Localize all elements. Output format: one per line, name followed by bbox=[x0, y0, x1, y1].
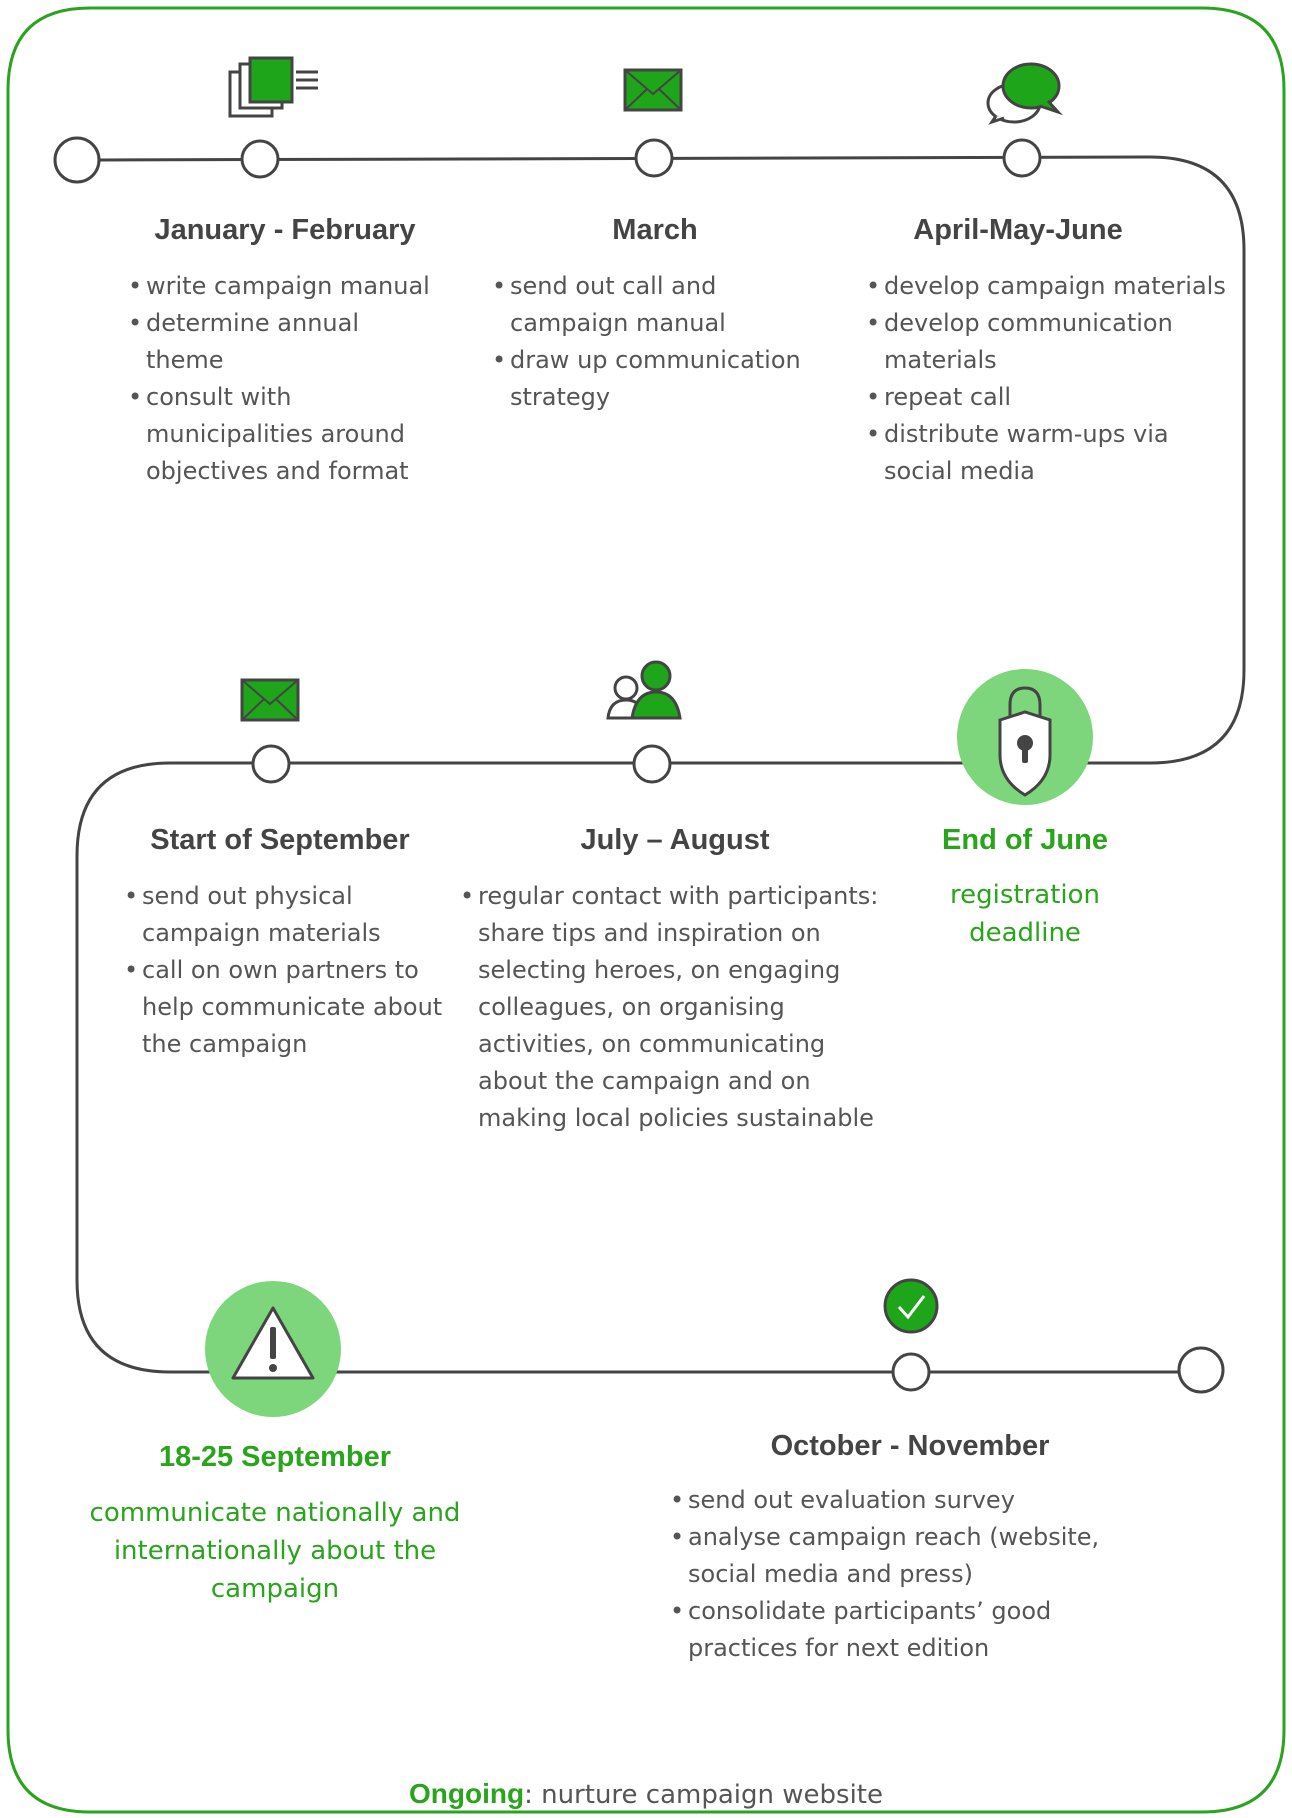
timeline-node-oct-nov bbox=[891, 1352, 931, 1392]
documents-icon bbox=[228, 56, 318, 118]
milestone-title-sep-18-25: 18-25 September bbox=[158, 1441, 392, 1473]
list-item: develop communication materials bbox=[866, 305, 1224, 379]
list-item: analyse campaign reach (website, social … bbox=[670, 1519, 1128, 1593]
footer-text: : nurture campaign website bbox=[524, 1780, 883, 1810]
warning-icon bbox=[205, 1281, 341, 1417]
timeline-node-jan-feb bbox=[240, 139, 280, 179]
timeline-node-apr-jun bbox=[1002, 138, 1042, 178]
list-item: determine annual theme bbox=[128, 305, 386, 379]
footer-ongoing: Ongoing: nurture campaign website bbox=[0, 1778, 1292, 1810]
list-item: send out physical campaign materials bbox=[124, 878, 402, 952]
list-item: send out call and campaign manual bbox=[492, 268, 750, 342]
milestone-list-jan-feb: write campaign manual determine annual t… bbox=[128, 268, 458, 490]
timeline-node-start-sep bbox=[251, 744, 291, 784]
outer-frame bbox=[6, 6, 1286, 1814]
checkmark-icon bbox=[883, 1278, 939, 1334]
list-item: consult with municipalities around objec… bbox=[128, 379, 446, 490]
list-item: consolidate participants’ good practices… bbox=[670, 1593, 1108, 1667]
chat-bubbles-icon bbox=[986, 62, 1063, 125]
list-item: repeat call bbox=[866, 379, 1246, 416]
milestone-note-end-june: registration deadline bbox=[949, 880, 1100, 948]
list-item: develop campaign materials bbox=[866, 268, 1246, 305]
envelope-icon bbox=[623, 68, 683, 112]
list-item: write campaign manual bbox=[128, 268, 458, 305]
milestone-list-march: send out call and campaign manual draw u… bbox=[492, 268, 822, 416]
timeline-start-node bbox=[53, 136, 101, 184]
people-icon bbox=[606, 660, 682, 720]
milestone-list-jul-aug: regular contact with participants: share… bbox=[460, 878, 880, 1137]
timeline-node-jul-aug bbox=[632, 744, 672, 784]
footer-label: Ongoing bbox=[409, 1778, 525, 1809]
milestone-title-oct-nov: October - November bbox=[770, 1430, 1050, 1462]
list-item: distribute warm-ups via social media bbox=[866, 416, 1214, 490]
milestone-note-sep-18-25: communicate nationally and international… bbox=[89, 1498, 461, 1604]
milestone-list-apr-jun: develop campaign materials develop commu… bbox=[866, 268, 1246, 490]
timeline-end-node bbox=[1177, 1346, 1225, 1394]
milestone-title-start-sep: Start of September bbox=[150, 824, 410, 856]
milestone-title-jan-feb: January - February bbox=[154, 214, 416, 246]
milestone-title-march: March bbox=[612, 214, 698, 246]
list-item: call on own partners to help communicate… bbox=[124, 952, 444, 1063]
list-item: draw up communication strategy bbox=[492, 342, 822, 416]
timeline-node-march bbox=[634, 138, 674, 178]
milestone-title-jul-aug: July – August bbox=[580, 824, 770, 856]
list-item: regular contact with participants: share… bbox=[460, 878, 880, 1137]
envelope-icon bbox=[240, 678, 300, 722]
milestone-list-oct-nov: send out evaluation survey analyse campa… bbox=[670, 1482, 1130, 1667]
milestone-list-start-sep: send out physical campaign materials cal… bbox=[124, 878, 444, 1063]
list-item: send out evaluation survey bbox=[670, 1482, 1130, 1519]
padlock-shield-icon bbox=[957, 669, 1093, 805]
milestone-title-end-june: End of June bbox=[942, 824, 1108, 856]
milestone-title-apr-jun: April-May-June bbox=[913, 214, 1123, 246]
